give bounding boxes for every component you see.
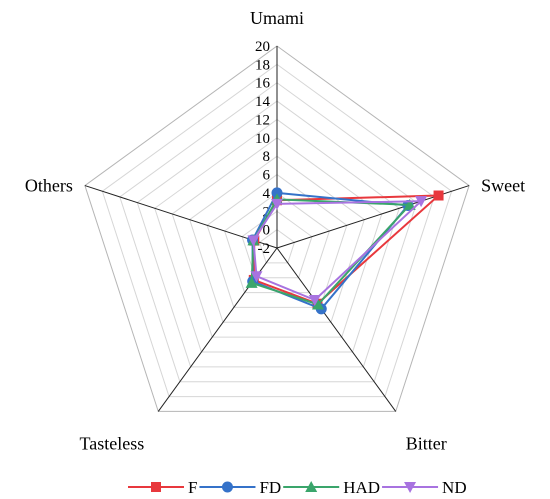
grid-ring	[241, 210, 313, 279]
grid-ring	[84, 45, 470, 412]
data-point-nd-others	[247, 235, 260, 247]
legend-label-nd: ND	[442, 478, 467, 497]
grid-ring	[206, 173, 348, 308]
spoke-bitter	[276, 247, 397, 412]
data-point-f-sweet	[433, 190, 444, 201]
data-series	[245, 187, 444, 315]
grid-ring	[258, 229, 296, 264]
legend-item-had: HAD	[283, 478, 380, 497]
grid-ring	[154, 118, 400, 353]
tick-label: 4	[263, 186, 271, 202]
axis-label-others: Others	[25, 176, 73, 196]
legend-marker-fd	[221, 481, 233, 493]
data-point-fd-umami	[271, 187, 283, 199]
spoke-others	[84, 185, 278, 249]
legend-item-f: F	[128, 478, 197, 497]
axis-label-tasteless: Tasteless	[80, 433, 145, 453]
axis-label-bitter: Bitter	[406, 433, 447, 453]
tick-label: 10	[255, 131, 270, 147]
legend-item-fd: FD	[199, 478, 281, 497]
legend-marker-had	[305, 481, 318, 492]
grid-ring	[189, 155, 365, 323]
legend: F FD HAD ND	[128, 478, 467, 497]
axis-label-umami: Umami	[250, 8, 304, 28]
legend-label-fd: FD	[259, 478, 281, 497]
data-point-nd-sweet	[415, 196, 428, 208]
tick-label: 0	[263, 223, 271, 239]
data-point-nd-umami	[271, 198, 283, 210]
grid-ring	[136, 100, 418, 368]
data-point-had-bitter	[312, 298, 325, 310]
grid-ring	[101, 63, 453, 398]
tick-label: 8	[263, 149, 271, 165]
series-nd	[247, 196, 428, 306]
legend-label-had: HAD	[343, 478, 380, 497]
data-point-nd-bitter	[308, 294, 321, 306]
tick-label: 16	[255, 76, 271, 92]
tick-label: 6	[263, 168, 271, 184]
data-point-had-sweet	[403, 198, 416, 210]
legend-label-f: F	[188, 478, 197, 497]
tick-label: 18	[255, 57, 270, 73]
tick-label: 20	[255, 39, 270, 55]
legend-item-nd: ND	[382, 478, 467, 497]
legend-marker-nd	[404, 482, 417, 493]
series-line-nd	[252, 200, 424, 302]
grid-ring	[224, 192, 330, 294]
data-point-nd-tasteless	[250, 271, 263, 283]
radar-spokes	[84, 46, 470, 412]
grid-ring	[119, 82, 435, 383]
data-point-had-tasteless	[245, 276, 258, 288]
axis-label-sweet: Sweet	[481, 176, 525, 196]
tick-label: -2	[258, 241, 271, 257]
tick-label: 14	[255, 94, 271, 110]
tick-label: 12	[255, 112, 270, 128]
legend-marker-f	[151, 482, 161, 492]
